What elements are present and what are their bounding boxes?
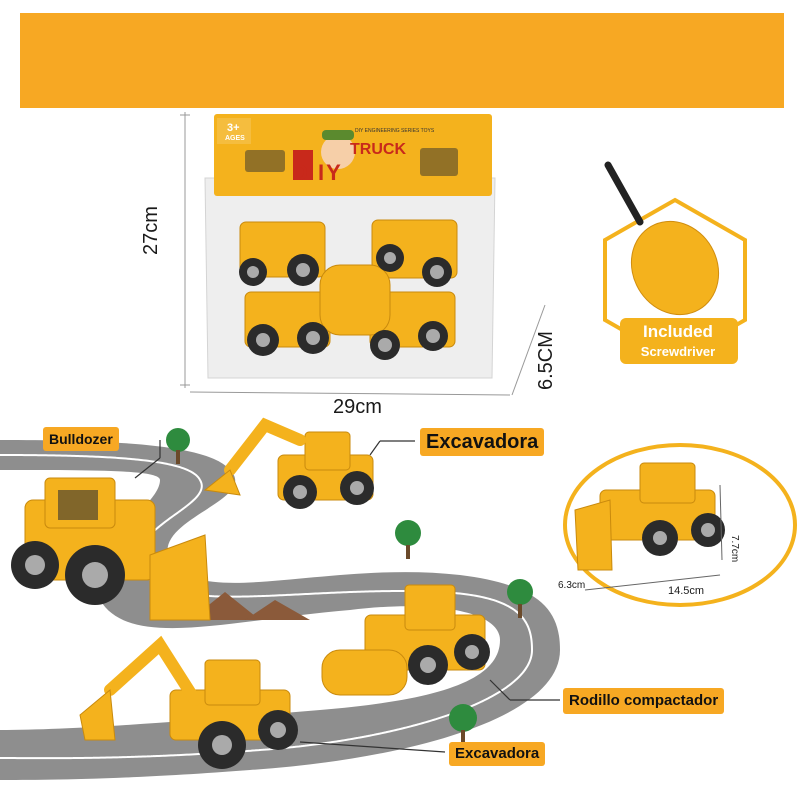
depth-dimension: 6.5CM xyxy=(535,331,557,390)
height-dimension: 27cm xyxy=(140,206,162,255)
age-sub: AGES xyxy=(225,135,245,142)
screwdriver-label-line2: Screwdriver xyxy=(640,344,716,359)
detail-width: 6.3cm xyxy=(558,580,586,591)
label-excavator-top: Excavadora xyxy=(420,428,545,456)
detail-length: 14.5cm xyxy=(668,585,705,597)
brand-letters: D IY xyxy=(292,160,343,185)
label-excavator-bottom: Excavadora xyxy=(449,742,546,766)
detail-height: 7.7cm xyxy=(729,535,740,563)
top-banner xyxy=(20,13,784,108)
label-bulldozer: Bulldozer xyxy=(43,427,119,451)
brand-tagline: DIY ENGINEERING SERIES TOYS xyxy=(355,128,435,134)
excavator-top-toy xyxy=(203,417,374,509)
screwdriver-label-line1: Included xyxy=(643,322,713,341)
toy-package xyxy=(204,114,496,379)
age-badge: 3+ xyxy=(227,122,240,134)
detail-circle xyxy=(563,443,797,607)
bulldozer-toy xyxy=(11,477,211,621)
label-connectors xyxy=(134,440,560,753)
excavator-bottom-toy xyxy=(79,635,298,769)
screwdriver-illustration xyxy=(603,161,747,364)
roller-toy xyxy=(321,584,490,696)
trees xyxy=(166,428,533,744)
width-dimension: 29cm xyxy=(333,396,382,418)
label-roller: Rodillo compactador xyxy=(563,688,725,714)
brand-name: TRUCK xyxy=(350,141,406,158)
dimension-lines xyxy=(180,112,546,396)
